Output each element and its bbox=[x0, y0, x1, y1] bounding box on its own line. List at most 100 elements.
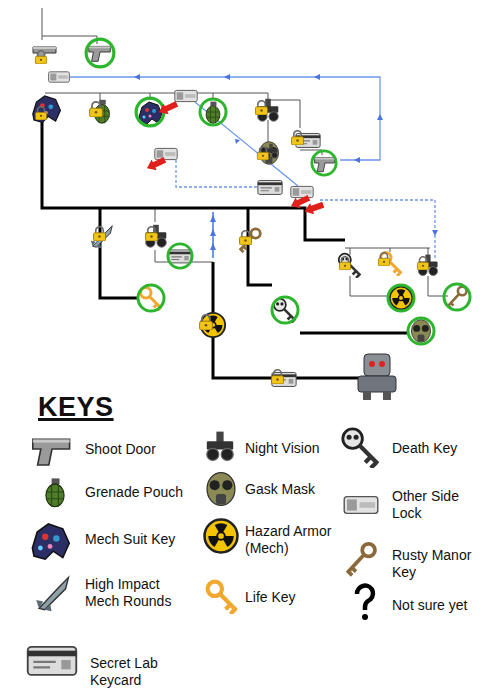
other-side-lock bbox=[155, 148, 177, 159]
robot-eye bbox=[379, 361, 385, 367]
red-arrow bbox=[303, 199, 326, 217]
legend-mech-icon bbox=[32, 524, 69, 559]
arrowhead bbox=[134, 74, 140, 80]
thick-wire bbox=[248, 208, 272, 285]
legend-text: Grenade Pouch bbox=[85, 484, 195, 501]
red-arrow bbox=[156, 98, 179, 117]
one-way-paths bbox=[70, 77, 435, 258]
legend-text: Mech Suit Key bbox=[85, 531, 195, 548]
thin-wires bbox=[42, 8, 448, 296]
padlock bbox=[417, 257, 428, 270]
padlock bbox=[339, 257, 350, 270]
arrowhead bbox=[314, 74, 320, 80]
other-side-lock bbox=[175, 90, 197, 101]
blue-arrowheads bbox=[134, 74, 438, 250]
legend-icons bbox=[28, 429, 378, 675]
keycard-icon bbox=[169, 250, 192, 263]
legend-text: Night Vision bbox=[245, 440, 340, 457]
padlock bbox=[146, 227, 158, 241]
arrowhead bbox=[354, 157, 360, 163]
arrowhead bbox=[224, 74, 230, 80]
obtained-ring bbox=[408, 318, 434, 344]
obtained-ring bbox=[138, 285, 164, 311]
legend-grenade-icon bbox=[46, 478, 64, 506]
legend-text: Hazard Armor (Mech) bbox=[245, 523, 340, 557]
rusty-key-icon bbox=[240, 229, 261, 252]
padlock bbox=[272, 370, 284, 384]
padlock bbox=[35, 107, 46, 120]
legend-text: Shoot Door bbox=[85, 441, 195, 458]
obtained-ring bbox=[168, 244, 192, 268]
legend-text: Rusty Manor Key bbox=[392, 547, 477, 581]
legend-rocket-icon bbox=[36, 578, 68, 612]
other-side-lock bbox=[291, 186, 313, 197]
legend-text: Other Side Lock bbox=[392, 488, 477, 522]
gas-mask-icon bbox=[411, 320, 430, 343]
thick-wire bbox=[213, 262, 360, 378]
other-side-lock bbox=[49, 72, 70, 82]
robot-body bbox=[358, 376, 396, 392]
main-path bbox=[42, 120, 408, 378]
obtained-ring bbox=[86, 39, 114, 67]
night-vision-icon bbox=[146, 225, 167, 247]
mech-icon bbox=[33, 96, 61, 122]
legend-text: Life Key bbox=[245, 589, 340, 606]
legend-other-side-lock-icon bbox=[344, 497, 378, 514]
legend-night-vision-icon bbox=[207, 432, 233, 461]
legend-keycard-icon bbox=[28, 647, 77, 675]
red-arrow bbox=[144, 154, 167, 173]
obtained-ring bbox=[388, 285, 414, 311]
keycard-icon bbox=[258, 180, 282, 194]
gun-icon bbox=[315, 158, 335, 172]
legend-life-key-icon bbox=[208, 582, 237, 614]
wire bbox=[42, 8, 97, 44]
legend-text: Not sure yet bbox=[392, 597, 492, 614]
boss-robot bbox=[358, 354, 396, 400]
padlock bbox=[292, 131, 304, 145]
legend-death-key-icon bbox=[343, 429, 378, 468]
robot-leg bbox=[363, 392, 371, 400]
arrowhead bbox=[210, 229, 216, 236]
legend-rusty-key-icon bbox=[347, 544, 375, 576]
arrowhead bbox=[235, 139, 240, 144]
arrowhead bbox=[377, 114, 383, 120]
legend-gas-mask-icon bbox=[207, 473, 235, 506]
blue-wire bbox=[320, 200, 435, 258]
thick-wire bbox=[100, 208, 138, 298]
robot-head bbox=[364, 354, 390, 376]
question-mark-dot bbox=[362, 614, 368, 620]
padlock bbox=[240, 231, 252, 245]
obtained-ring bbox=[444, 284, 470, 310]
blue-wire bbox=[70, 77, 380, 160]
gun-icon bbox=[89, 46, 110, 61]
padlock bbox=[256, 101, 268, 115]
padlock bbox=[378, 253, 389, 266]
arrowhead bbox=[432, 230, 438, 236]
map-icons bbox=[33, 39, 470, 400]
blue-wire bbox=[176, 160, 258, 187]
legend-text: High Impact Mech Rounds bbox=[85, 576, 180, 610]
obtained-ring bbox=[312, 151, 336, 175]
obtained-ring bbox=[272, 297, 298, 323]
padlock bbox=[200, 315, 213, 330]
arrowhead bbox=[210, 243, 216, 250]
padlock bbox=[257, 147, 268, 160]
legend-gun-icon bbox=[33, 439, 70, 465]
legend-text: Death Key bbox=[392, 440, 492, 457]
rocket-icon bbox=[91, 226, 112, 248]
legend-text: Secret Lab Keycard bbox=[90, 655, 190, 689]
padlock bbox=[35, 51, 46, 64]
legend-title: KEYS bbox=[38, 392, 114, 423]
mech-icon bbox=[139, 102, 162, 124]
legend-text: Gask Mask bbox=[245, 481, 340, 498]
arrowhead bbox=[210, 215, 216, 222]
obtained-ring bbox=[200, 99, 226, 125]
padlock bbox=[90, 102, 103, 117]
hazard-icon bbox=[390, 287, 413, 310]
robot-leg bbox=[383, 392, 391, 400]
grenade-icon bbox=[206, 102, 220, 124]
thick-wire bbox=[42, 120, 345, 240]
thick-wire bbox=[300, 332, 408, 335]
death-key-icon bbox=[339, 254, 361, 278]
